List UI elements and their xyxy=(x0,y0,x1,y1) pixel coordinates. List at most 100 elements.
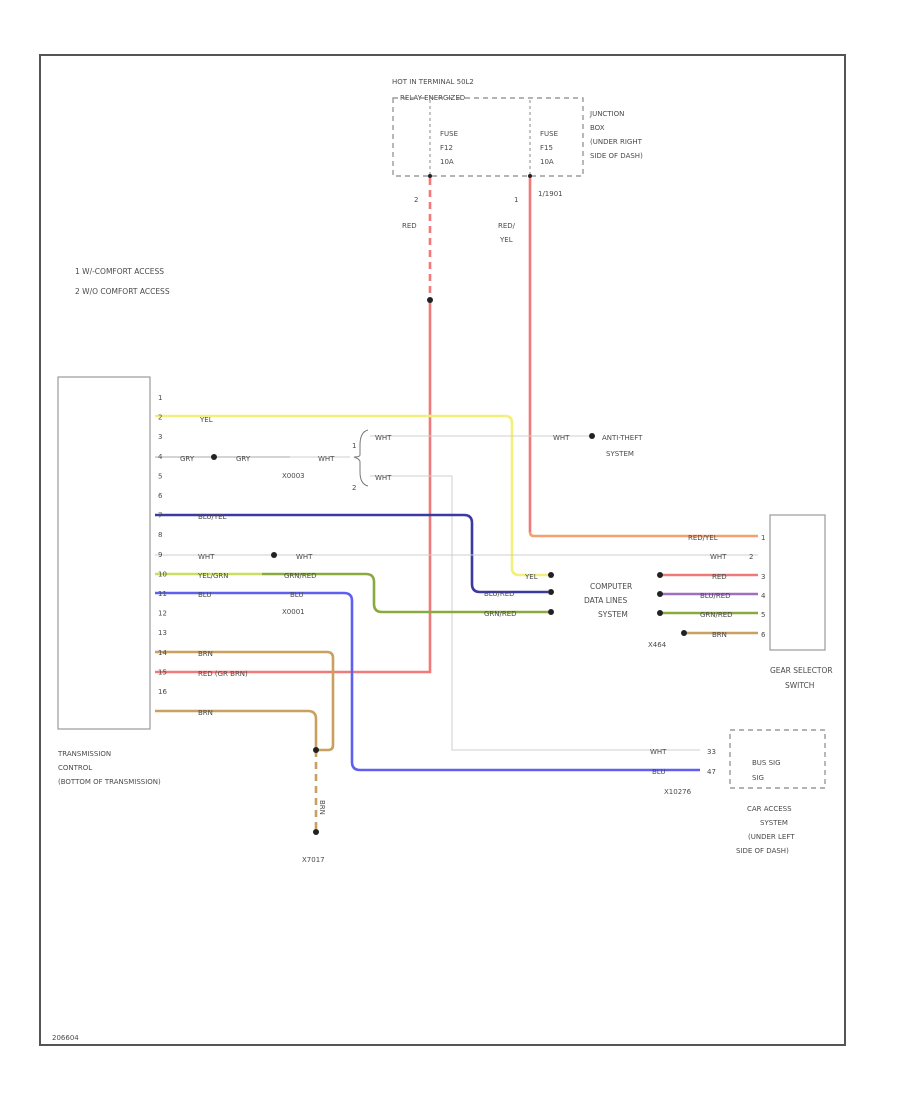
lbl-brn2: BRN xyxy=(198,709,213,717)
tcm-label-1: TRANSMISSION xyxy=(57,750,111,758)
hot-line-1: HOT IN TERMINAL 50L2 xyxy=(392,78,474,86)
lbl-grn-red: GRN/RED xyxy=(284,572,317,580)
tcm-pin-12: 12 xyxy=(158,610,167,618)
junction-box-outline xyxy=(392,97,584,177)
junction-label-1: JUNCTION xyxy=(589,110,624,118)
tcm-pin-9: 9 xyxy=(158,551,162,559)
gs-dot-4 xyxy=(681,630,687,636)
lbl-gry: GRY xyxy=(180,455,195,463)
tcm-box xyxy=(57,376,151,730)
cd-left-yel: YEL xyxy=(524,573,538,581)
gs-dot-1 xyxy=(657,572,663,578)
tcm-pin-13: 13 xyxy=(158,629,167,637)
cd-dot-2 xyxy=(548,589,554,595)
tcm-pin-16: 16 xyxy=(158,688,167,696)
car-access-label-2: SYSTEM xyxy=(760,819,788,827)
tcm-label-2: CONTROL xyxy=(58,764,92,772)
gs-pin-3: 3 xyxy=(761,573,765,581)
diagram-code: 206604 xyxy=(52,1034,79,1042)
fuse-b-line1: FUSE xyxy=(540,130,558,138)
gs-wire-4: BLU/RED xyxy=(700,592,731,600)
cd-label-2: DATA LINES xyxy=(584,596,627,605)
wire-blu xyxy=(155,591,700,772)
gs-wire-3: RED xyxy=(712,573,727,581)
tcm-pin-14: 14 xyxy=(158,649,167,657)
fuse-b-dot xyxy=(528,174,532,178)
lbl-red-grn-brn: RED (GR BRN) xyxy=(198,670,248,678)
lbl-gry2: GRY xyxy=(236,455,251,463)
junction-label-3: (UNDER RIGHT xyxy=(590,138,643,146)
tcm-pin-5: 5 xyxy=(158,472,162,480)
car-access-label-4: SIDE OF DASH) xyxy=(736,847,789,855)
split-bracket xyxy=(353,429,369,487)
splice-dots xyxy=(211,174,687,835)
gs-pin-4: 4 xyxy=(761,592,766,600)
tcm-pin-7: 7 xyxy=(158,512,162,520)
fuse-a-line2: F12 xyxy=(440,144,453,152)
anti-theft-wire: WHT xyxy=(553,434,570,442)
split-label-2: 2 xyxy=(352,484,356,492)
gs-wire-2: WHT xyxy=(710,553,727,561)
cd-label-3: SYSTEM xyxy=(598,610,628,619)
lbl-wht-c: WHT xyxy=(375,474,392,482)
gs-pin-2: 2 xyxy=(749,553,753,561)
splice-red xyxy=(427,297,433,303)
lbl-x0001: X0001 xyxy=(282,608,305,616)
cd-dot-3 xyxy=(548,609,554,615)
fuse-a-pin: 2 xyxy=(414,196,418,204)
gs-pin-1: 1 xyxy=(761,534,765,542)
anti-theft-label-1: ANTI-THEFT xyxy=(602,434,643,442)
legend-item-2: 2 W/O COMFORT ACCESS xyxy=(75,287,170,296)
wire-yel xyxy=(155,414,548,577)
wire-brn-16 xyxy=(155,709,318,750)
wire-red xyxy=(155,300,432,674)
ground-dot xyxy=(313,829,319,835)
anti-theft-label-2: SYSTEM xyxy=(606,450,634,458)
gs-wire-6: BRN xyxy=(712,631,727,639)
gs-wire-5: GRN/RED xyxy=(700,611,733,619)
ca-pin-47: 47 xyxy=(707,768,716,776)
wire-red-yel-horizontal xyxy=(528,531,758,538)
cd-left-grn-red: GRN/RED xyxy=(484,610,517,618)
car-access-label-1: CAR ACCESS xyxy=(747,805,792,813)
tcm-pin-4: 4 xyxy=(158,453,163,461)
lbl-blu-2: BLU xyxy=(290,591,303,599)
tcm-pin-3: 3 xyxy=(158,433,162,441)
lbl-wht-d: WHT xyxy=(198,553,215,561)
ca-wire-blu: BLU xyxy=(652,768,665,776)
gear-selector-switch: RED/YEL WHT RED BLU/RED GRN/RED BRN 1 2 … xyxy=(688,514,833,690)
ca-pin-33: 33 xyxy=(707,748,716,756)
lbl-blu-yel: BLU/YEL xyxy=(198,513,227,521)
diagram-frame xyxy=(39,54,846,1046)
gs-dot-3 xyxy=(657,610,663,616)
car-access-box-line2: SIG xyxy=(752,774,764,782)
lbl-brn-down: BRN xyxy=(318,800,326,815)
cd-dot-1 xyxy=(548,572,554,578)
fuse-a-line1: FUSE xyxy=(440,130,458,138)
wire-labels: RED RED/ YEL YEL GRY GRY WHT WHT WHT BLU… xyxy=(180,222,516,864)
lbl-x464: X464 xyxy=(648,641,667,649)
wires xyxy=(155,178,758,832)
lbl-brn: BRN xyxy=(198,650,213,658)
tcm-pin-1: 1 xyxy=(158,394,162,402)
cd-left-blu-red: BLU/RED xyxy=(484,590,515,598)
cd-label-1: COMPUTER xyxy=(590,582,632,591)
tcm-pin-11: 11 xyxy=(158,590,167,598)
anti-theft-dot xyxy=(589,433,595,439)
fuse-b-line2: F15 xyxy=(540,144,553,152)
lbl-red: RED xyxy=(402,222,417,230)
wire-blu-yel xyxy=(155,513,548,594)
fuse-b-line3: 10A xyxy=(540,158,554,166)
lbl-x0003: X0003 xyxy=(282,472,305,480)
tcm-label-3: (BOTTOM OF TRANSMISSION) xyxy=(58,778,161,786)
car-access-box xyxy=(729,729,826,789)
lbl-wht-b: WHT xyxy=(375,434,392,442)
tcm-pin-2: 2 xyxy=(158,414,162,422)
junction-box: HOT IN TERMINAL 50L2 RELAY ENERGIZED FUS… xyxy=(392,78,643,204)
car-access-label-3: (UNDER LEFT xyxy=(748,833,795,841)
lbl-blu: BLU xyxy=(198,591,211,599)
splice-wht xyxy=(271,552,277,558)
